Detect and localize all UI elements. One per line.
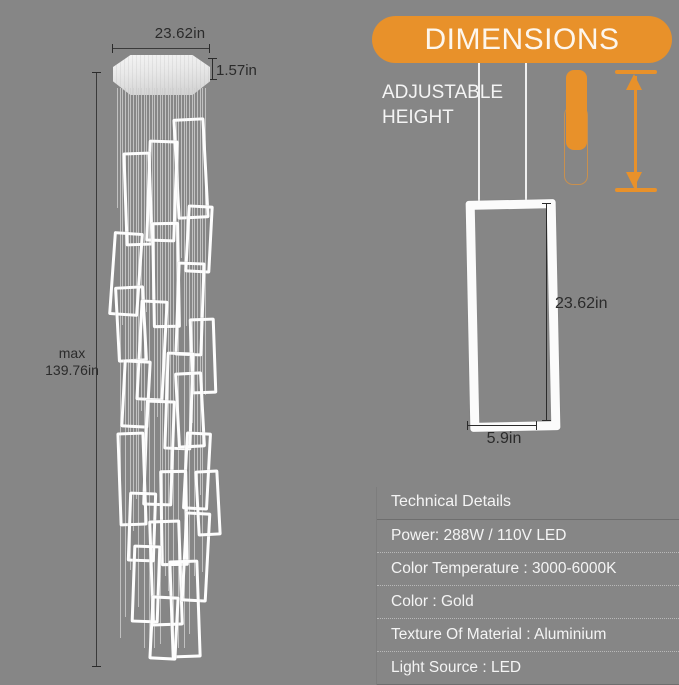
suspension-cable — [186, 88, 188, 326]
adjustable-height-line1: ADJUSTABLE — [382, 82, 504, 103]
suspension-cable — [162, 88, 164, 518]
suspension-cable — [138, 88, 140, 607]
suspension-cable — [181, 88, 182, 258]
suspension-cable — [167, 88, 169, 591]
suspension-cable — [154, 88, 156, 648]
suspension-cable — [143, 88, 145, 648]
suspension-cable — [170, 88, 172, 483]
suspension-cable — [119, 88, 121, 638]
technical-details-body: Technical Details Power: 288W / 110V LED… — [376, 487, 679, 685]
technical-details-row: Power: 288W / 110V LED — [377, 520, 679, 553]
technical-details-row: Texture Of Material : Aluminium — [377, 619, 679, 652]
width-label: 23.62in — [154, 25, 206, 42]
suspension-cable — [127, 88, 129, 435]
suspension-cable — [151, 88, 153, 302]
adjustable-height-label: ADJUSTABLE HEIGHT — [382, 80, 542, 130]
suspension-cable — [199, 88, 201, 495]
dimensions-panel: DIMENSIONS ADJUSTABLE HEIGHT 23.6 — [350, 0, 679, 685]
chandelier-overview-panel: 23.62in 1.57in max 139.76in — [22, 25, 257, 667]
suspension-cable — [122, 88, 124, 325]
fixture-wire-left — [478, 63, 480, 202]
suspension-cable — [130, 88, 132, 570]
suspension-cable — [175, 88, 177, 375]
canopy-shading — [113, 55, 210, 95]
dimensions-banner-title: DIMENSIONS — [424, 22, 620, 56]
ceiling-canopy — [113, 55, 210, 95]
technical-details-table: Technical Details Power: 288W / 110V LED… — [376, 487, 679, 685]
thickness-label: 1.57in — [216, 62, 257, 79]
fixture-width-label: 5.9in — [486, 430, 522, 447]
suspension-cable — [173, 88, 174, 643]
suspension-cable — [159, 88, 161, 644]
suspension-cable — [135, 88, 137, 499]
suspension-cable — [149, 88, 150, 648]
suspension-cable — [205, 88, 206, 395]
fixture-height-label: 23.62in — [555, 295, 608, 312]
max-height-line1: max — [58, 345, 86, 361]
suspension-cable — [202, 88, 204, 572]
suspension-cable — [165, 88, 166, 576]
technical-details-title: Technical Details — [377, 487, 679, 520]
suspension-cable — [189, 88, 190, 634]
max-height-line2: 139.76in — [45, 362, 99, 378]
fixture-wire-right — [525, 63, 527, 202]
suspension-cable — [125, 88, 126, 617]
light-bar — [194, 469, 222, 537]
suspension-cable — [141, 88, 142, 411]
adjustable-height-line2: HEIGHT — [382, 107, 454, 128]
suspension-cable — [183, 88, 185, 648]
suspension-cable — [191, 88, 193, 423]
suspension-cable — [197, 88, 198, 507]
dimensions-banner — [372, 16, 672, 63]
suspension-cable — [157, 88, 158, 417]
adjustable-height-icon — [555, 62, 665, 202]
technical-details-row: Light Source : LED — [377, 652, 679, 685]
technical-details-row: Color : Gold — [377, 586, 679, 619]
suspension-cable — [146, 88, 148, 312]
max-height-label: max 139.76in — [22, 345, 122, 379]
technical-details-row: Color Temperature : 3000-6000K — [377, 553, 679, 586]
suspension-cable — [178, 88, 180, 648]
suspension-cable — [194, 88, 196, 576]
suspension-cable — [117, 88, 118, 208]
suspension-cable — [133, 88, 134, 531]
light-bar — [148, 595, 180, 661]
